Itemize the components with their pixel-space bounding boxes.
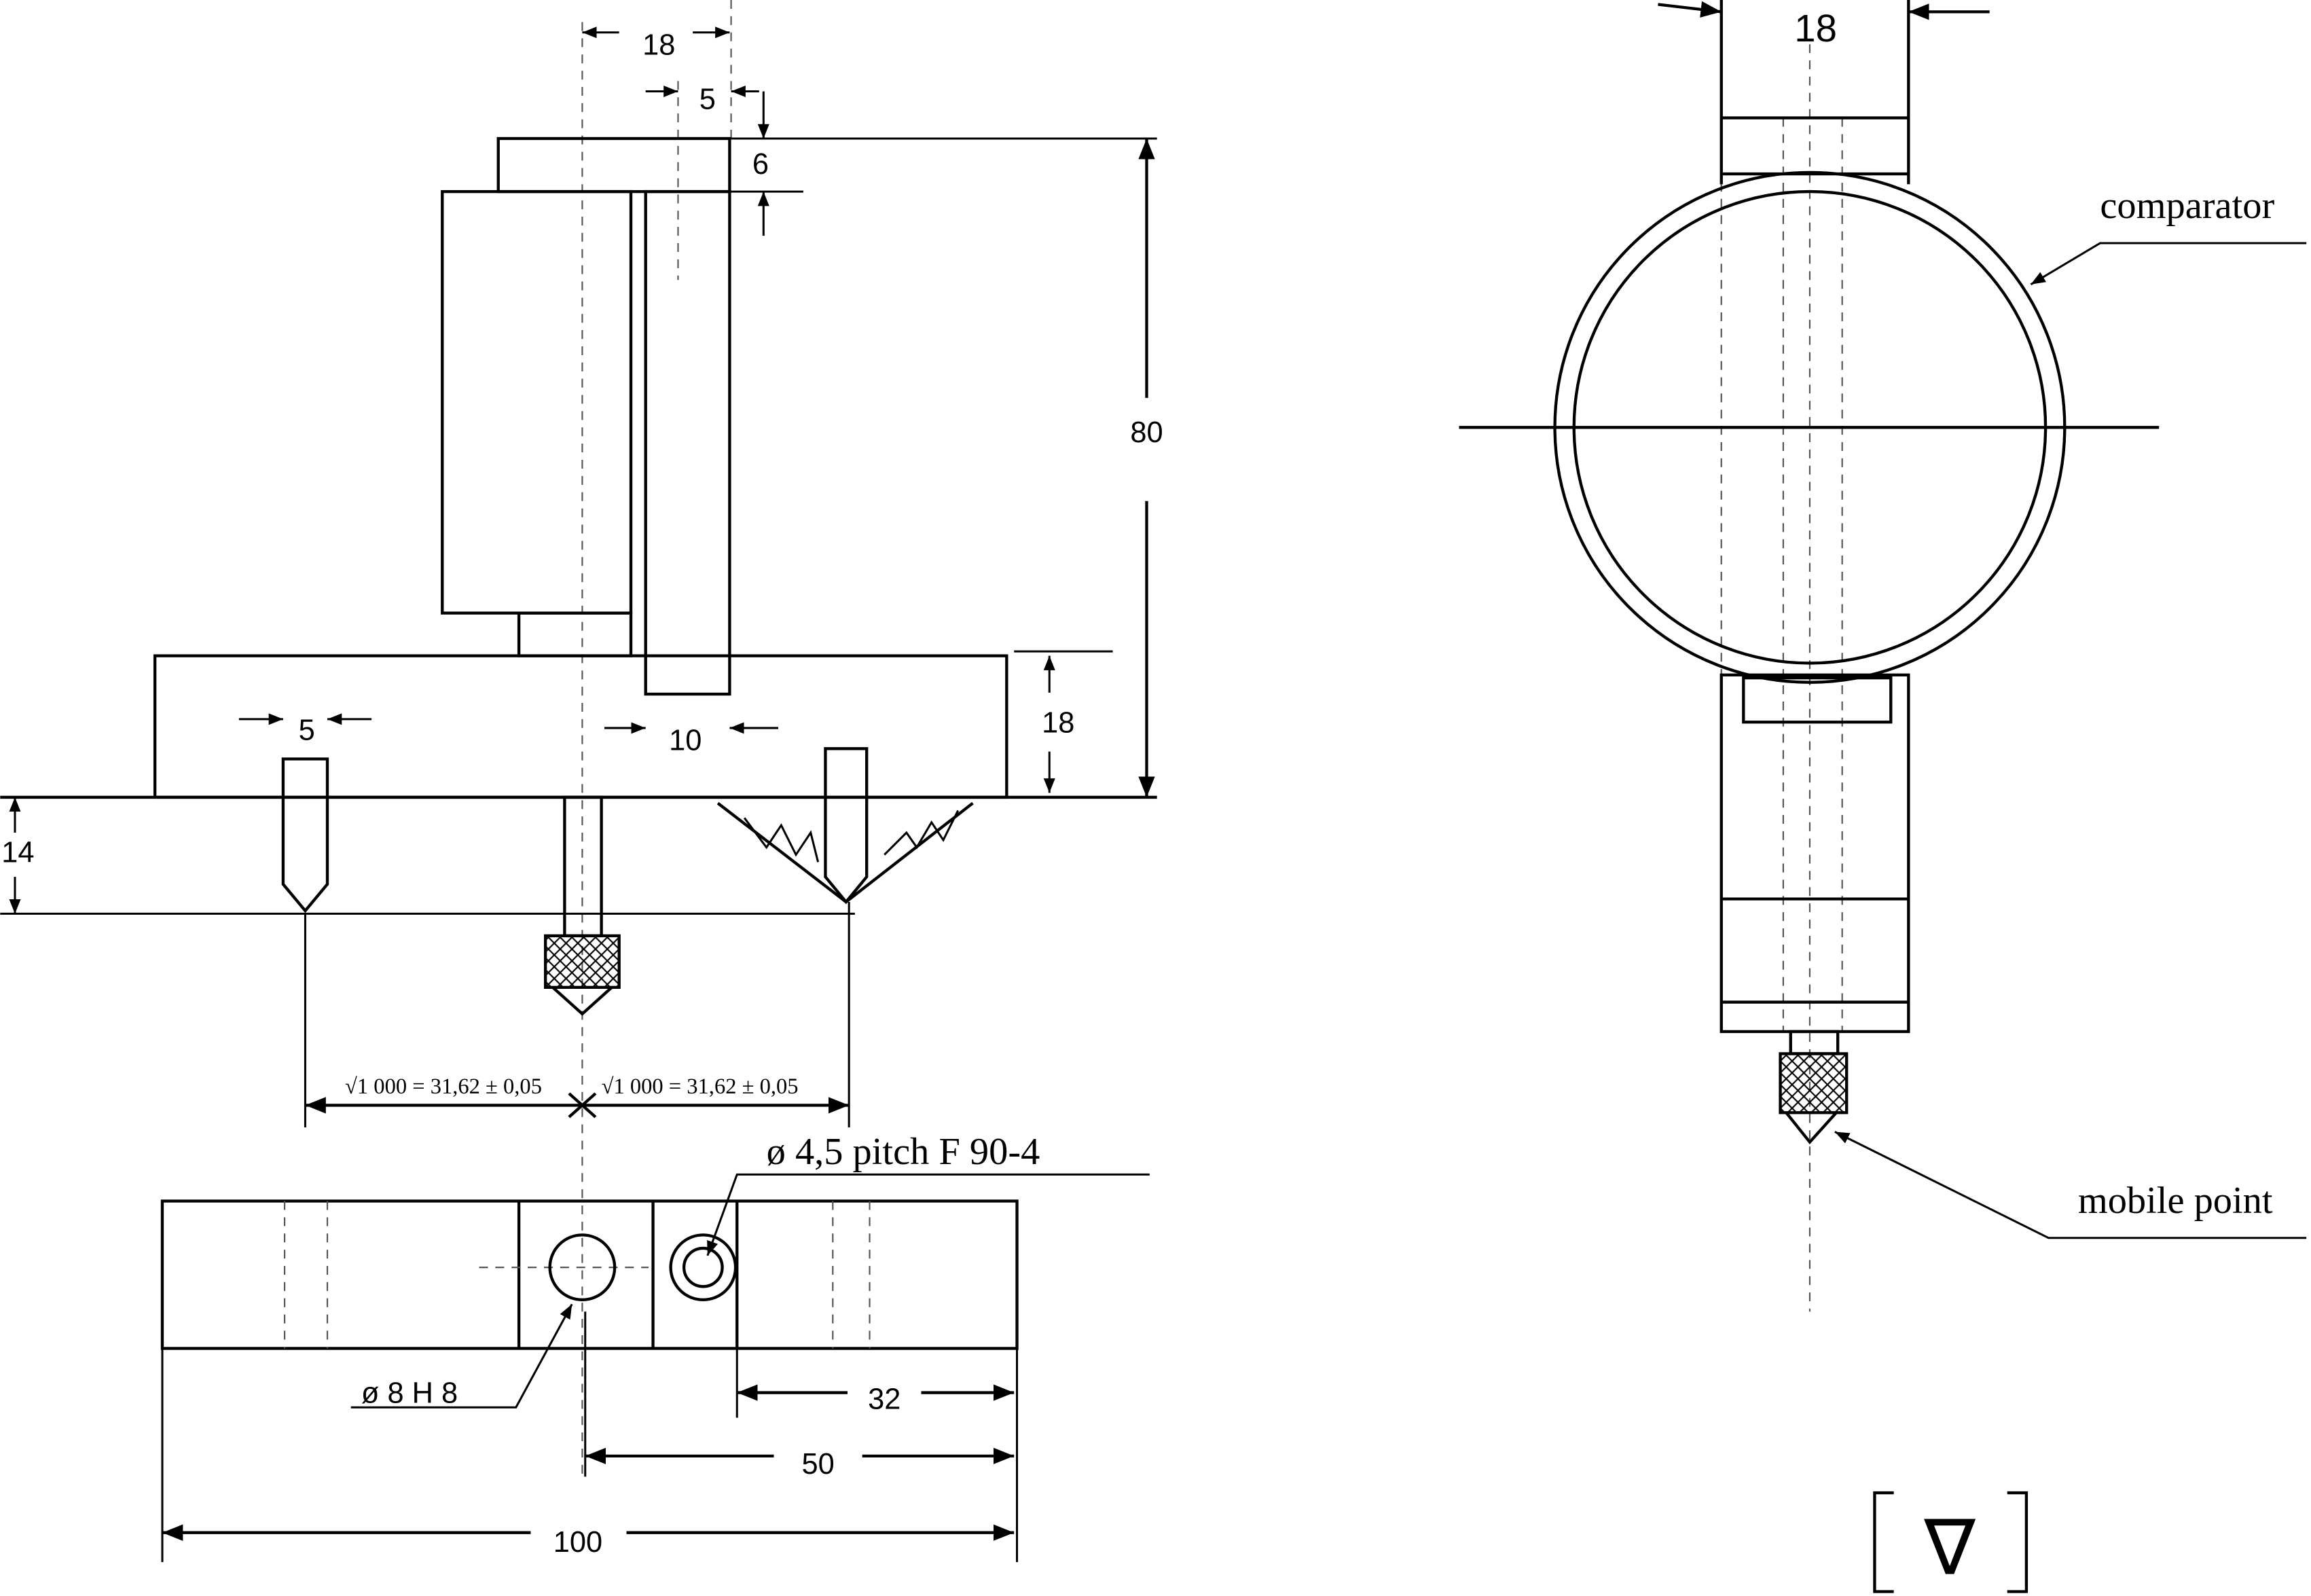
dim-18-front: 18 — [1794, 7, 1837, 50]
stem — [517, 611, 633, 657]
comparator-label: comparator — [2100, 185, 2274, 227]
vertical-bar — [644, 189, 731, 696]
thread-hole-inner — [682, 1246, 724, 1288]
v-hatching — [743, 810, 960, 863]
top-plate — [496, 137, 731, 194]
surface-finish-symbol: ∇ — [1923, 1502, 1976, 1592]
dim-18-base: 18 — [1042, 706, 1074, 739]
surface-symbol-brackets — [1873, 1491, 2028, 1593]
dim-18-top: 18 — [642, 29, 675, 61]
left-pin — [281, 757, 329, 913]
dim-5-pin: 5 — [299, 714, 315, 746]
dim-5-top: 5 — [699, 84, 716, 116]
front-view: 18 comparator mobile point ∇ — [1459, 0, 2307, 1593]
side-view: √1 000 = 31,62 ± 0,05 √1 000 = 31,62 ± 0… — [0, 0, 1163, 1474]
tolerance-left: √1 000 = 31,62 ± 0,05 — [345, 1074, 542, 1099]
lower-body — [1719, 673, 1910, 1034]
plan-outline — [160, 1199, 1019, 1350]
dim-50: 50 — [801, 1448, 834, 1481]
knurled-tip — [543, 934, 621, 990]
probe-point — [551, 986, 613, 1016]
center-cross — [568, 1092, 597, 1119]
bore-label: ø 8 H 8 — [361, 1377, 458, 1410]
dim-14: 14 — [1, 836, 34, 869]
thread-hole-outer — [669, 1233, 738, 1302]
right-pin — [824, 747, 869, 905]
plan-view: ø 4,5 pitch F 90-4 ø 8 H 8 32 50 100 — [160, 1131, 1150, 1563]
knurled-tip — [1779, 1052, 1849, 1114]
dim-100: 100 — [553, 1526, 602, 1559]
dim-80: 80 — [1130, 416, 1163, 449]
dim-10: 10 — [669, 724, 702, 757]
upper-stem — [1719, 0, 1910, 185]
comparator-body — [441, 189, 633, 615]
tolerance-right: √1 000 = 31,62 ± 0,05 — [602, 1074, 799, 1099]
v-support — [716, 801, 974, 904]
thread-label: ø 4,5 pitch F 90-4 — [767, 1131, 1040, 1173]
mobile-point-label: mobile point — [2078, 1180, 2273, 1222]
bore-hole — [548, 1233, 617, 1302]
dim-6: 6 — [752, 148, 769, 181]
dim-32: 32 — [868, 1383, 900, 1415]
